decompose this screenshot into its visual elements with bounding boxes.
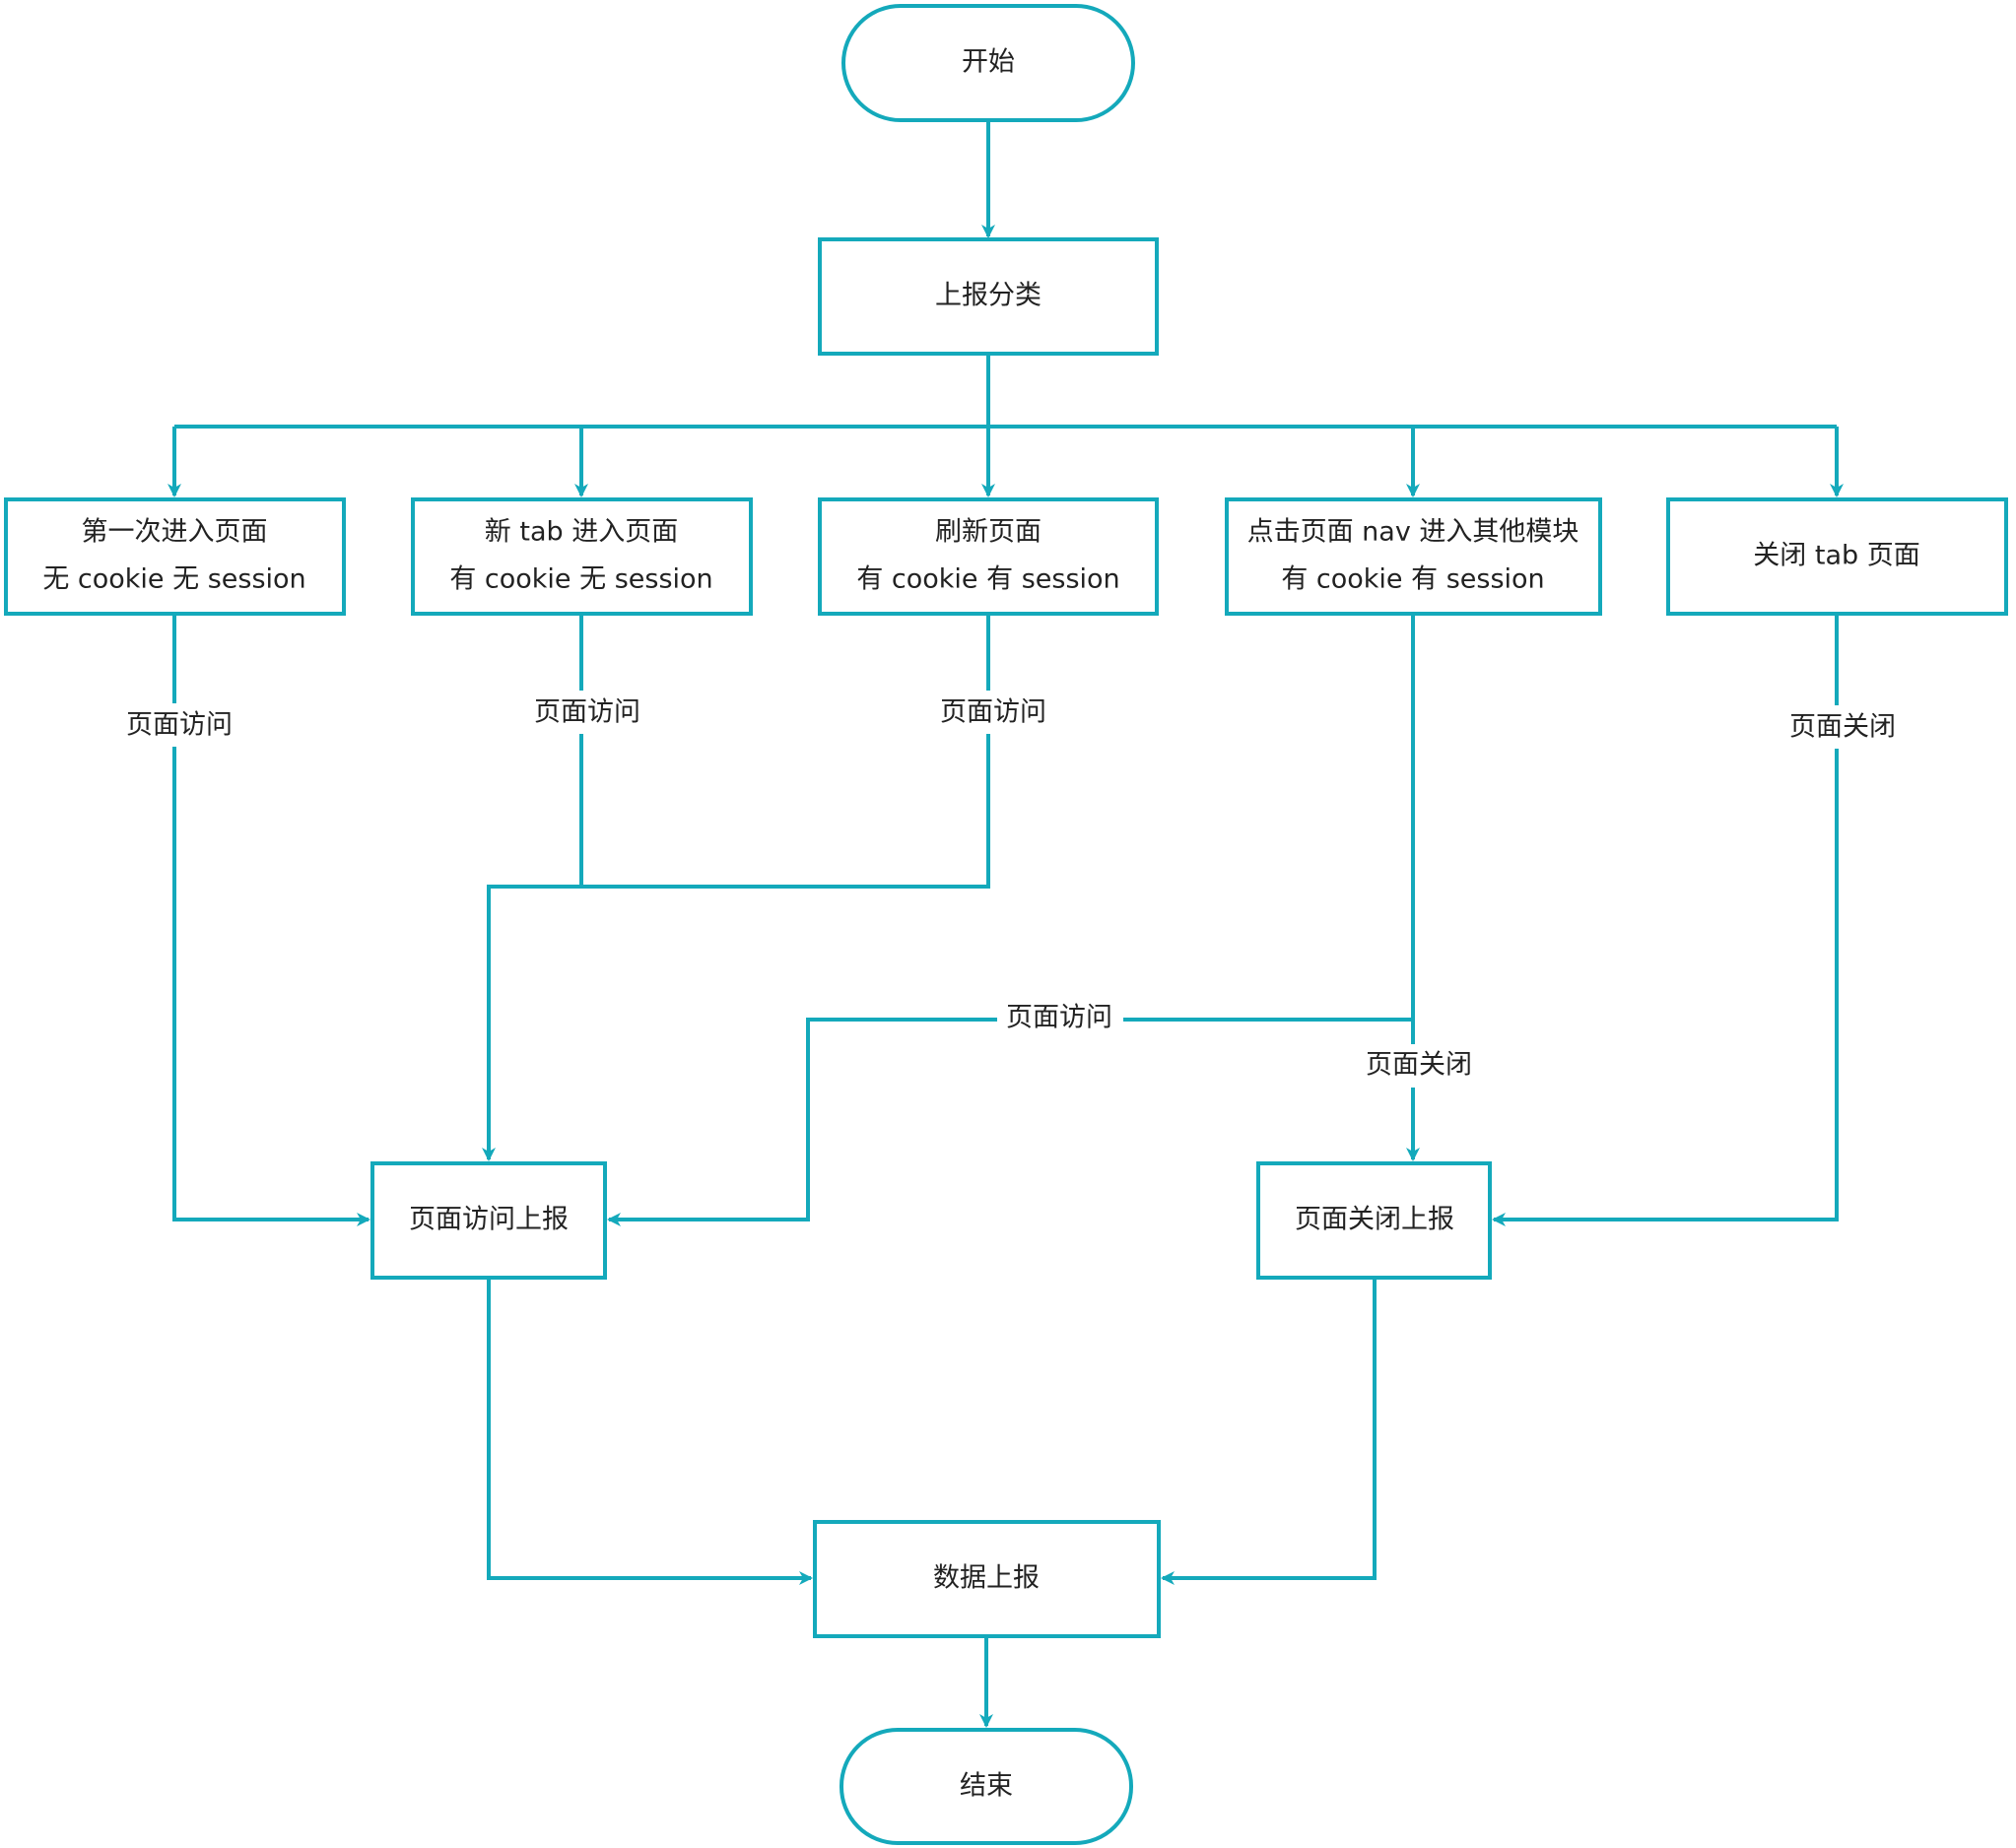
edges: [168, 120, 1844, 1728]
start-node: 开始: [841, 4, 1135, 122]
case3-node: 刷新页面 有 cookie 有 session: [818, 497, 1159, 616]
edge-label-case3-visit: 页面访问: [940, 697, 1046, 728]
case1-node: 第一次进入页面 无 cookie 无 session: [4, 497, 346, 616]
case2-node: 新 tab 进入页面 有 cookie 无 session: [411, 497, 753, 616]
case3-line1: 刷新页面: [935, 517, 1042, 548]
edge-label-case4-visit: 页面访问: [1006, 1003, 1112, 1033]
visit-report-node: 页面访问上报: [370, 1161, 607, 1280]
end-label: 结束: [960, 1771, 1013, 1802]
case3-line2: 有 cookie 有 session: [856, 564, 1119, 595]
case5-label: 关闭 tab 页面: [1753, 541, 1919, 571]
close-report-node: 页面关闭上报: [1256, 1161, 1492, 1280]
edge-label-case5-close: 页面关闭: [1789, 712, 1896, 743]
edge-label-case4-close: 页面关闭: [1366, 1050, 1472, 1081]
visit-report-label: 页面访问上报: [409, 1205, 569, 1235]
case4-line1: 点击页面 nav 进入其他模块: [1247, 517, 1579, 548]
case4-node: 点击页面 nav 进入其他模块 有 cookie 有 session: [1225, 497, 1602, 616]
nodes: 开始 上报分类 第一次进入页面 无 cookie 无 session 新 tab…: [4, 4, 2008, 1845]
edge-case3-to-merge: [482, 614, 990, 1161]
edge-visit-report-to-data-report: [487, 1278, 813, 1585]
edge-close-report-to-data-report: [1161, 1278, 1377, 1585]
edge-case1-to-visit-report: [172, 614, 370, 1226]
data-report-label: 数据上报: [933, 1563, 1040, 1594]
case5-node: 关闭 tab 页面: [1666, 497, 2008, 616]
close-report-label: 页面关闭上报: [1295, 1205, 1454, 1235]
case4-line2: 有 cookie 有 session: [1281, 564, 1544, 595]
edge-case4-to-visit-report: [607, 614, 1415, 1226]
edge-label-case1-visit: 页面访问: [126, 710, 233, 741]
edge-label-case2-visit: 页面访问: [534, 697, 640, 728]
case1-line1: 第一次进入页面: [82, 517, 268, 548]
case2-line2: 有 cookie 无 session: [449, 564, 712, 595]
case2-line1: 新 tab 进入页面: [485, 517, 678, 548]
start-label: 开始: [962, 47, 1015, 78]
classify-label: 上报分类: [935, 281, 1042, 311]
edge-labels: 页面访问 页面访问 页面访问 页面访问 页面关闭 页面关闭: [116, 691, 1906, 1088]
classify-node: 上报分类: [818, 237, 1159, 356]
end-node: 结束: [840, 1728, 1133, 1845]
data-report-node: 数据上报: [813, 1520, 1161, 1638]
case1-line2: 无 cookie 无 session: [42, 564, 305, 595]
edge-case5-to-close-report: [1492, 614, 1839, 1226]
